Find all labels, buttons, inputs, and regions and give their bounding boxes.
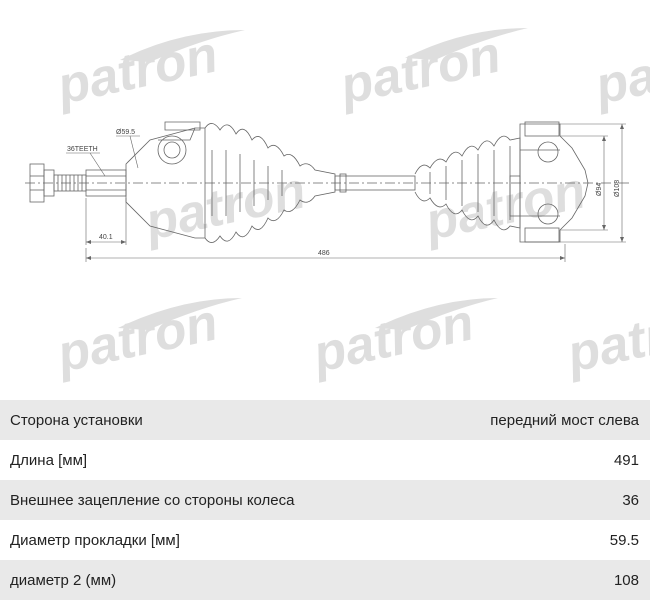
watermark-logo-3: patron xyxy=(588,25,650,116)
spec-label: Внешнее зацепление со стороны колеса xyxy=(10,491,295,509)
watermark-text: patron xyxy=(138,161,310,252)
spec-value: 108 xyxy=(613,571,639,589)
spec-value: 36 xyxy=(622,491,639,509)
shaft xyxy=(334,175,416,191)
outer-diameter-label: Ø108 xyxy=(614,180,621,197)
spec-row: диаметр 2 (мм) 108 xyxy=(0,560,650,600)
watermark-text: patron xyxy=(418,161,590,252)
watermark-swoosh-6 xyxy=(118,298,242,330)
spec-row: Сторона установки передний мост слева xyxy=(0,400,650,440)
spec-row: Внешнее зацепление со стороны колеса 36 xyxy=(0,480,650,520)
spec-label: Диаметр прокладки [мм] xyxy=(10,531,180,549)
inner-diameter-label: Ø94 xyxy=(596,183,603,196)
watermark-text: patron xyxy=(588,25,650,116)
watermark-text: patron xyxy=(560,293,650,384)
shaft-outline xyxy=(25,121,630,243)
spec-value: 59.5 xyxy=(609,531,639,549)
drive-shaft-diagram: patron patron patron patron patron patro… xyxy=(25,25,650,384)
watermark-swoosh-1 xyxy=(120,30,245,62)
spec-value: передний мост слева xyxy=(490,411,639,429)
watermark-swoosh-2 xyxy=(405,28,528,60)
teeth-label: 36TEETH xyxy=(67,146,98,153)
spec-row: Диаметр прокладки [мм] 59.5 xyxy=(0,520,650,560)
watermark-group: patron patron patron patron patron patro… xyxy=(50,25,650,384)
watermark-swoosh-7 xyxy=(375,298,498,330)
watermark-logo-8: patron xyxy=(560,293,650,384)
spec-label: Длина [мм] xyxy=(10,451,88,469)
watermark-logo-5: patron xyxy=(418,161,590,252)
total-length-label: 486 xyxy=(318,250,330,257)
watermark-logo-4: patron xyxy=(138,161,310,252)
specs-table: Сторона установки передний мост слева Дл… xyxy=(0,400,650,600)
spec-row: Длина [мм] 491 xyxy=(0,440,650,480)
spec-label: Сторона установки xyxy=(10,411,143,429)
part-drawing: patron patron patron patron patron patro… xyxy=(25,25,650,385)
spec-label: диаметр 2 (мм) xyxy=(10,571,117,589)
dimension-lines xyxy=(66,123,626,262)
spline-length-label: 40.1 xyxy=(99,234,113,241)
spec-value: 491 xyxy=(613,451,639,469)
boot-diameter-label: Ø59.5 xyxy=(116,129,135,136)
